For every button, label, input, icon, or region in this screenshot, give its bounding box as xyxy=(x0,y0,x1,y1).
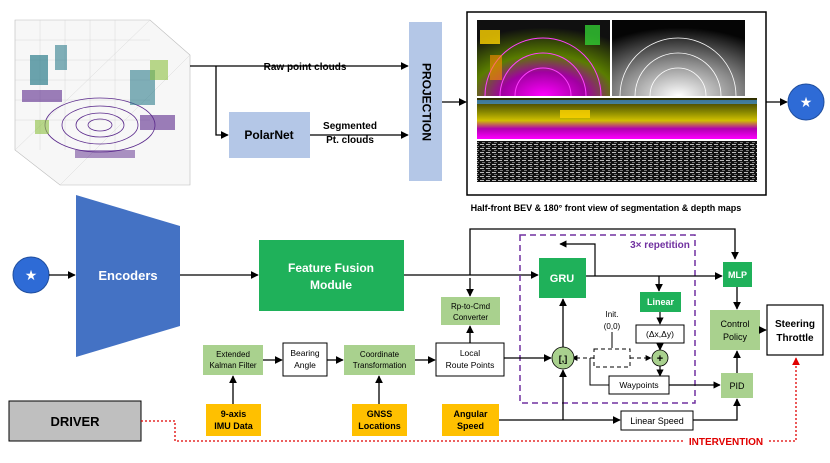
driver-box xyxy=(8,400,142,442)
coord-label-1: Coordinate xyxy=(360,350,400,359)
steering-throttle-box xyxy=(766,304,824,356)
bearing-label-2: Angle xyxy=(294,360,316,370)
bev-depth-image xyxy=(612,20,745,96)
angular-label-1: Angular xyxy=(453,409,487,419)
raw-point-clouds-label: Raw point clouds xyxy=(264,62,347,73)
polarnet-box xyxy=(229,112,310,158)
init-label-2: (0,0) xyxy=(604,322,621,331)
concat-label: [,] xyxy=(559,354,568,364)
waypoints-label: Waypoints xyxy=(619,380,658,390)
init-label-1: Init. xyxy=(606,310,619,319)
ekf-label-2: Kalman Filter xyxy=(209,361,256,370)
encoders-block xyxy=(76,195,180,357)
linear-box xyxy=(640,292,681,312)
control-policy-box xyxy=(710,310,760,350)
front-view-segmentation-image xyxy=(477,98,757,139)
projection-label: PROJECTION xyxy=(419,63,433,141)
fusion-label-1: Feature Fusion xyxy=(288,261,374,275)
control-label-1: Control xyxy=(720,319,749,329)
pid-label: PID xyxy=(729,381,745,391)
projection-image-panel xyxy=(466,11,767,196)
fusion-label-2: Module xyxy=(310,278,352,292)
bearing-label-1: Bearing xyxy=(290,348,320,358)
local-route-points-box xyxy=(435,342,505,377)
repetition-label: 3× repetition xyxy=(630,240,690,251)
star-icon: ★ xyxy=(25,268,38,284)
imu-data-box xyxy=(206,404,261,436)
star-connector-top xyxy=(787,83,825,121)
linear-speed-label: Linear Speed xyxy=(630,416,684,426)
gru-box xyxy=(539,258,586,298)
control-label-2: Policy xyxy=(723,332,748,342)
angular-label-2: Speed xyxy=(457,421,484,431)
gnss-locations-box xyxy=(352,404,407,436)
steering-label: Steering xyxy=(775,319,815,330)
bearing-angle-box xyxy=(282,342,328,377)
point-cloud-image xyxy=(14,19,191,186)
star-icon: ★ xyxy=(800,95,813,111)
angular-speed-box xyxy=(442,404,499,436)
projection-caption: Half-front BEV & 180° front view of segm… xyxy=(471,203,742,213)
gru-label: GRU xyxy=(550,273,575,285)
rp-label-2: Converter xyxy=(453,313,488,322)
encoders-label: Encoders xyxy=(98,268,157,283)
plus-icon: + xyxy=(657,353,663,365)
imu-label-1: 9-axis xyxy=(221,409,247,419)
mlp-label: MLP xyxy=(728,270,747,280)
linear-label: Linear xyxy=(647,297,675,307)
delta-label: (Δx,Δy) xyxy=(646,329,674,339)
gnss-label-2: Locations xyxy=(358,421,401,431)
rp-to-cmd-box xyxy=(441,297,500,325)
intervention-path xyxy=(141,357,800,442)
ekf-box xyxy=(203,345,263,375)
imu-label-2: IMU Data xyxy=(214,421,253,431)
coord-label-2: Transformation xyxy=(353,361,407,370)
intervention-label: INTERVENTION xyxy=(689,437,763,448)
ekf-label-1: Extended xyxy=(216,350,250,359)
mlp-box xyxy=(723,262,752,287)
segmented-label: Segmented xyxy=(323,121,377,132)
throttle-label: Throttle xyxy=(776,333,814,344)
pid-box xyxy=(721,373,753,398)
projection-box xyxy=(409,22,442,181)
pt-clouds-label: Pt. clouds xyxy=(326,135,374,146)
driver-label: DRIVER xyxy=(50,414,100,429)
front-view-depth-image xyxy=(477,141,757,182)
coordinate-transformation-box xyxy=(344,345,415,375)
local-label-2: Route Points xyxy=(446,360,495,370)
feature-fusion-box xyxy=(259,240,404,311)
initial-state-box xyxy=(593,348,631,368)
gnss-label-1: GNSS xyxy=(367,409,393,419)
rp-label-1: Rp-to-Cmd xyxy=(451,302,490,311)
edge-to-polarnet xyxy=(215,66,229,139)
local-label-1: Local xyxy=(460,348,480,358)
repetition-box xyxy=(519,234,696,404)
polarnet-label: PolarNet xyxy=(244,128,293,142)
